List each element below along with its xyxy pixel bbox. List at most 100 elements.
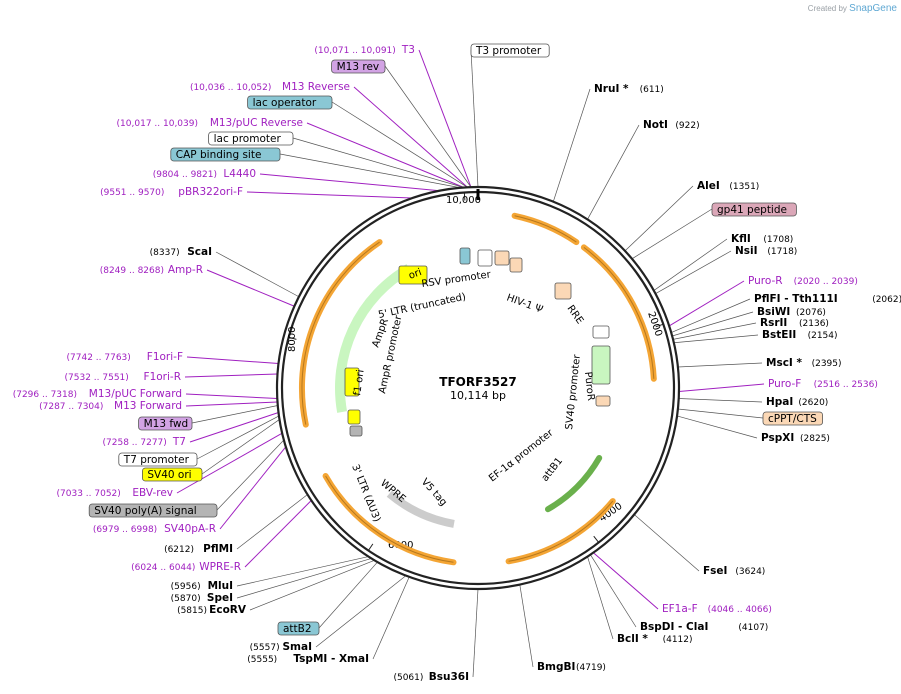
label-coord-alei: (1351) (729, 182, 759, 192)
label-box-t3prom (470, 43, 550, 58)
label-name-pflmi: PflMI (203, 543, 233, 555)
label-fsei: FseI (3624) (703, 565, 765, 577)
feature-arc-1-core (514, 215, 577, 243)
leader-f1orif (186, 356, 279, 365)
leader-pflmi (236, 494, 308, 550)
label-name-rsrii: RsrII (760, 317, 787, 329)
psi-box-2 (509, 257, 523, 273)
leader-attb2 (318, 561, 378, 629)
label-box-gp41 (711, 202, 797, 217)
label-coord-nrui: (611) (640, 85, 664, 95)
label-t7: T7(7258 .. 7277) (103, 436, 186, 448)
label-coord-tspmi: (5555) (247, 655, 277, 665)
label-name-msci: MscI * (766, 357, 802, 369)
label-coord-fsei: (3624) (735, 567, 765, 577)
label-box-m13rev (331, 59, 386, 74)
label-cppt: cPPT/CTS (762, 411, 823, 426)
label-name-bsu36i: Bsu36I (429, 671, 469, 683)
leader-sv40ori (201, 419, 280, 475)
leader-t3prom (470, 49, 479, 188)
label-name-purof: Puro-F (768, 378, 801, 390)
label-coord-purorr: (2020 .. 2039) (794, 277, 858, 287)
label-box-sv40pa (88, 503, 218, 518)
label-name-lacprom: lac promoter (214, 133, 282, 145)
label-name-sv40ori: SV40 ori (147, 469, 191, 481)
label-cap: CAP binding site (170, 147, 281, 162)
label-name-bmgbi: BmgBI (537, 661, 575, 673)
label-purorr: Puro-R(2020 .. 2039) (748, 275, 858, 287)
label-msci: MscI *(2395) (766, 357, 842, 369)
leader-nrui (552, 88, 591, 202)
label-name-fsei: FseI (703, 565, 727, 577)
inner-label-rre: RRE (565, 303, 586, 326)
leader-bcli (587, 556, 614, 640)
label-name-m13pucf: M13/pUC Forward (89, 388, 182, 400)
leader-lacop (331, 101, 468, 188)
label-box-attb2 (277, 621, 320, 636)
label-name-pbr: pBR322ori-F (178, 186, 243, 198)
label-name-noti: NotI (643, 119, 668, 131)
label-coord-ebv: (7033 .. 7052) (57, 489, 121, 499)
tick-8000-mark (288, 336, 297, 340)
label-pbr: pBR322ori-F(9551 .. 9570) (100, 186, 243, 198)
label-coord-bsu36i: (5061) (393, 673, 423, 683)
label-box-lacop (247, 95, 333, 110)
feature-arcs (299, 212, 657, 566)
label-name-ebv: EBV-rev (132, 487, 173, 499)
lac-box (459, 247, 471, 265)
leader-lacprom (292, 137, 465, 188)
label-name-nsii: NsiI (735, 245, 758, 257)
label-sv40ori: SV40 ori (141, 467, 203, 482)
leader-t7prom (196, 415, 280, 460)
label-coord-m13f: (7287 .. 7304) (39, 402, 103, 412)
snapgene-credit: Created by SnapGene (808, 3, 897, 14)
label-m13reverse: M13 Reverse(10,036 .. 10,052) (190, 81, 350, 93)
ef1a-arc (545, 455, 603, 513)
rsv-box (477, 249, 493, 267)
label-name-spei: SpeI (207, 592, 233, 604)
label-name-nrui: NruI * (594, 83, 629, 95)
leader-cap (279, 153, 461, 189)
label-bcli: BclI *(4112) (617, 633, 693, 645)
label-coord-f1orif: (7742 .. 7763) (67, 353, 131, 363)
feature-arc-3 (505, 498, 616, 565)
label-smai: SmaI(5557) (250, 641, 312, 653)
label-m13fwd: M13 fwd (138, 416, 193, 431)
label-coord-bsiwi: (2076) (796, 308, 826, 318)
label-name-alei: AleI (697, 180, 720, 192)
label-name-f1orir: F1ori-R (144, 371, 181, 383)
plasmid-size: 10,114 bp (450, 389, 506, 402)
label-name-lacop: lac operator (253, 97, 317, 109)
label-kfli: KflI(1708) (731, 233, 793, 245)
leader-rsrii (672, 322, 757, 340)
leader-f1orir (184, 373, 278, 378)
label-coord-ecorv: (5815) (177, 606, 207, 616)
label-name-m13rev: M13 rev (337, 61, 380, 73)
label-name-cap: CAP binding site (176, 149, 262, 161)
leader-sv40par (219, 446, 287, 530)
label-name-pflfi: PflFI - Tth111I (754, 293, 838, 305)
f1ori-box (344, 367, 360, 397)
tick-6000-mark (367, 543, 374, 551)
label-box-cap (170, 147, 281, 162)
label-coord-bcli: (4112) (663, 635, 693, 645)
ori-box (398, 265, 428, 285)
leader-spei (236, 558, 372, 599)
leader-ebv (176, 432, 283, 494)
wpre-arc (386, 490, 455, 528)
label-scai: ScaI(8337) (150, 246, 212, 258)
inner-label-attb1: attB1 (540, 456, 565, 484)
label-bsteii: BstEII(2154) (762, 329, 838, 341)
label-purof: Puro-F(2516 .. 2536) (768, 378, 878, 390)
leader-wprer (244, 500, 312, 568)
tick-4000-mark (593, 535, 600, 543)
label-name-wprer: WPRE-R (199, 561, 241, 573)
label-bsu36i: Bsu36I (5061) (393, 671, 469, 683)
leader-m13fwd (191, 405, 278, 424)
leader-pspxi (676, 415, 758, 439)
label-box-cppt (762, 411, 823, 426)
label-name-smai: SmaI (283, 641, 313, 653)
label-name-m13f: M13 Forward (114, 400, 182, 412)
leader-cppt (677, 408, 764, 419)
